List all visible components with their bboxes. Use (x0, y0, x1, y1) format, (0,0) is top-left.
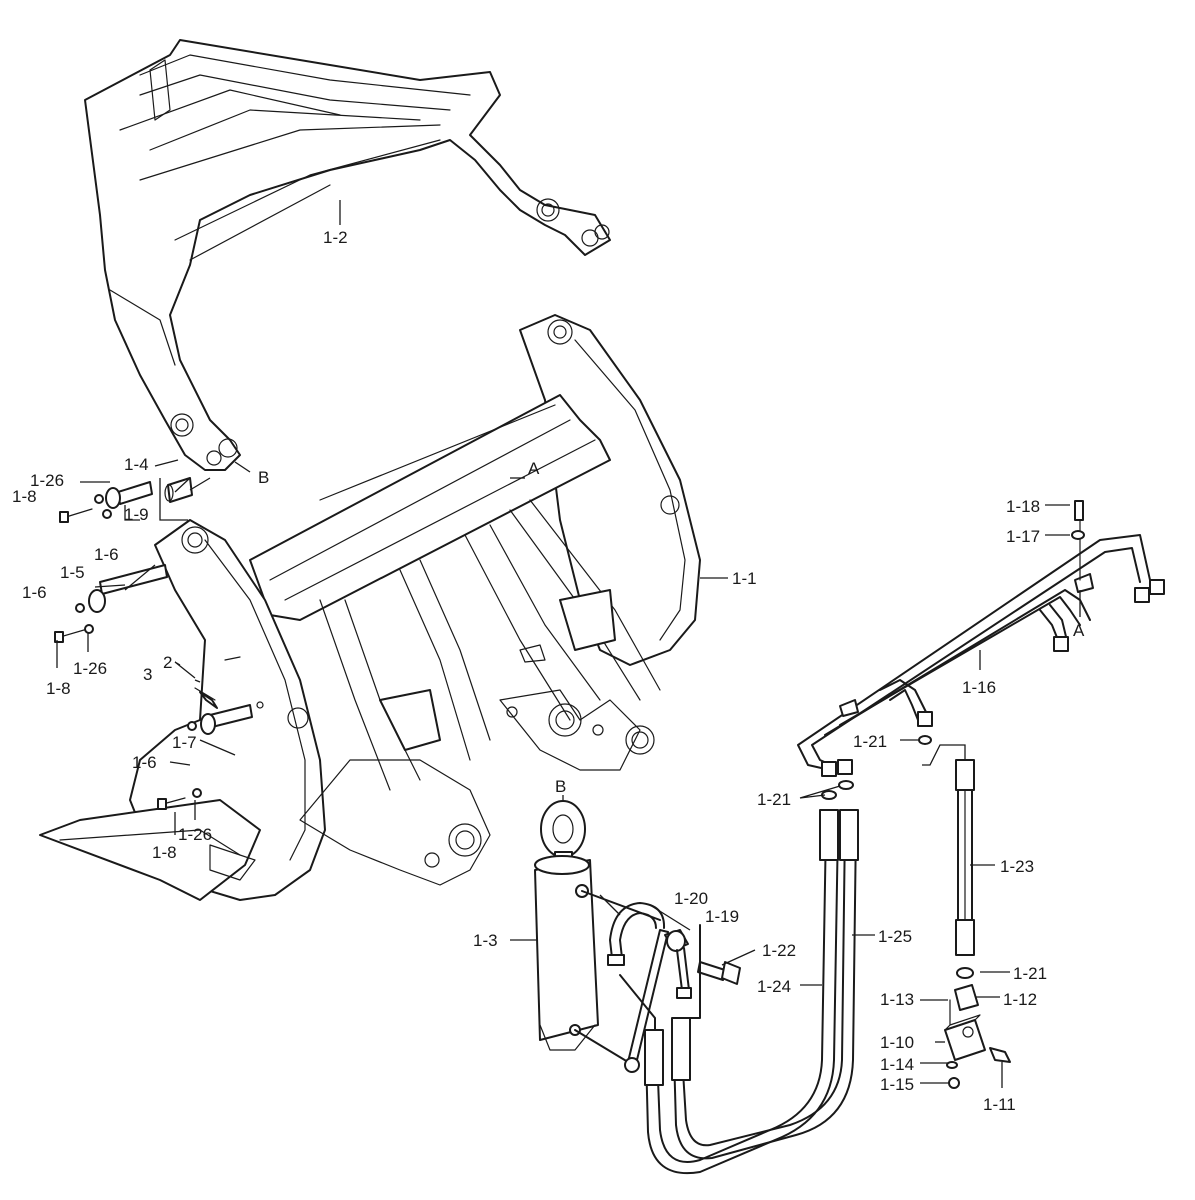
label-1-19: 1-19 (705, 907, 739, 926)
pin-hardware-group (54, 477, 264, 810)
label-b-frame: B (258, 468, 269, 487)
label-1-6-middle: 1-6 (22, 583, 47, 602)
label-1-1: 1-1 (732, 569, 757, 588)
label-1-15: 1-15 (880, 1075, 914, 1094)
label-1-9: 1-9 (124, 505, 149, 524)
label-a-pipe: A (1073, 621, 1085, 640)
label-3: 3 (143, 665, 152, 684)
label-1-3: 1-3 (473, 931, 498, 950)
label-1-13: 1-13 (880, 990, 914, 1009)
label-1-10: 1-10 (880, 1033, 914, 1052)
valve-hose-group (821, 735, 1011, 1089)
label-1-26-middle: 1-26 (73, 659, 107, 678)
label-1-8-lower: 1-8 (152, 843, 177, 862)
label-1-6-upper: 1-6 (94, 545, 119, 564)
label-1-7: 1-7 (172, 733, 197, 752)
label-1-21-left: 1-21 (757, 790, 791, 809)
label-1-14: 1-14 (880, 1055, 914, 1074)
label-1-21-upper: 1-21 (853, 732, 887, 751)
label-b-cylinder: B (555, 777, 566, 796)
label-1-26-lower: 1-26 (178, 825, 212, 844)
label-1-8-upper: 1-8 (12, 487, 37, 506)
label-1-8-middle: 1-8 (46, 679, 71, 698)
label-1-16: 1-16 (962, 678, 996, 697)
label-1-2: 1-2 (323, 228, 348, 247)
long-hoses-group (619, 809, 859, 1175)
label-1-6-lower: 1-6 (132, 753, 157, 772)
label-1-20: 1-20 (674, 889, 708, 908)
label-1-24: 1-24 (757, 977, 791, 996)
label-1-11: 1-11 (983, 1095, 1016, 1114)
cylinder-lines-group (574, 890, 741, 1073)
label-1-18: 1-18 (1006, 497, 1040, 516)
label-1-26-upper: 1-26 (30, 471, 64, 490)
label-1-17: 1-17 (1006, 527, 1040, 546)
hydraulic-pipe-assembly-part (797, 500, 1165, 777)
upper-frame-part (84, 39, 611, 471)
label-1-21-lower: 1-21 (1013, 964, 1047, 983)
label-1-23: 1-23 (1000, 857, 1034, 876)
label-1-22: 1-22 (762, 941, 796, 960)
main-arm-assembly-part (39, 314, 701, 901)
label-2: 2 (163, 653, 172, 672)
leader-lines (56, 200, 1081, 1088)
label-1-5: 1-5 (60, 563, 85, 582)
label-1-12: 1-12 (1003, 990, 1037, 1009)
label-1-25: 1-25 (878, 927, 912, 946)
label-1-4: 1-4 (124, 455, 149, 474)
callout-labels: 1-2 1-1 1-3 1-4 1-5 1-6 1-6 1-6 1-7 1-8 … (12, 228, 1085, 1114)
hydraulic-cylinder-part (534, 800, 599, 1051)
label-a-frame: A (528, 459, 540, 478)
